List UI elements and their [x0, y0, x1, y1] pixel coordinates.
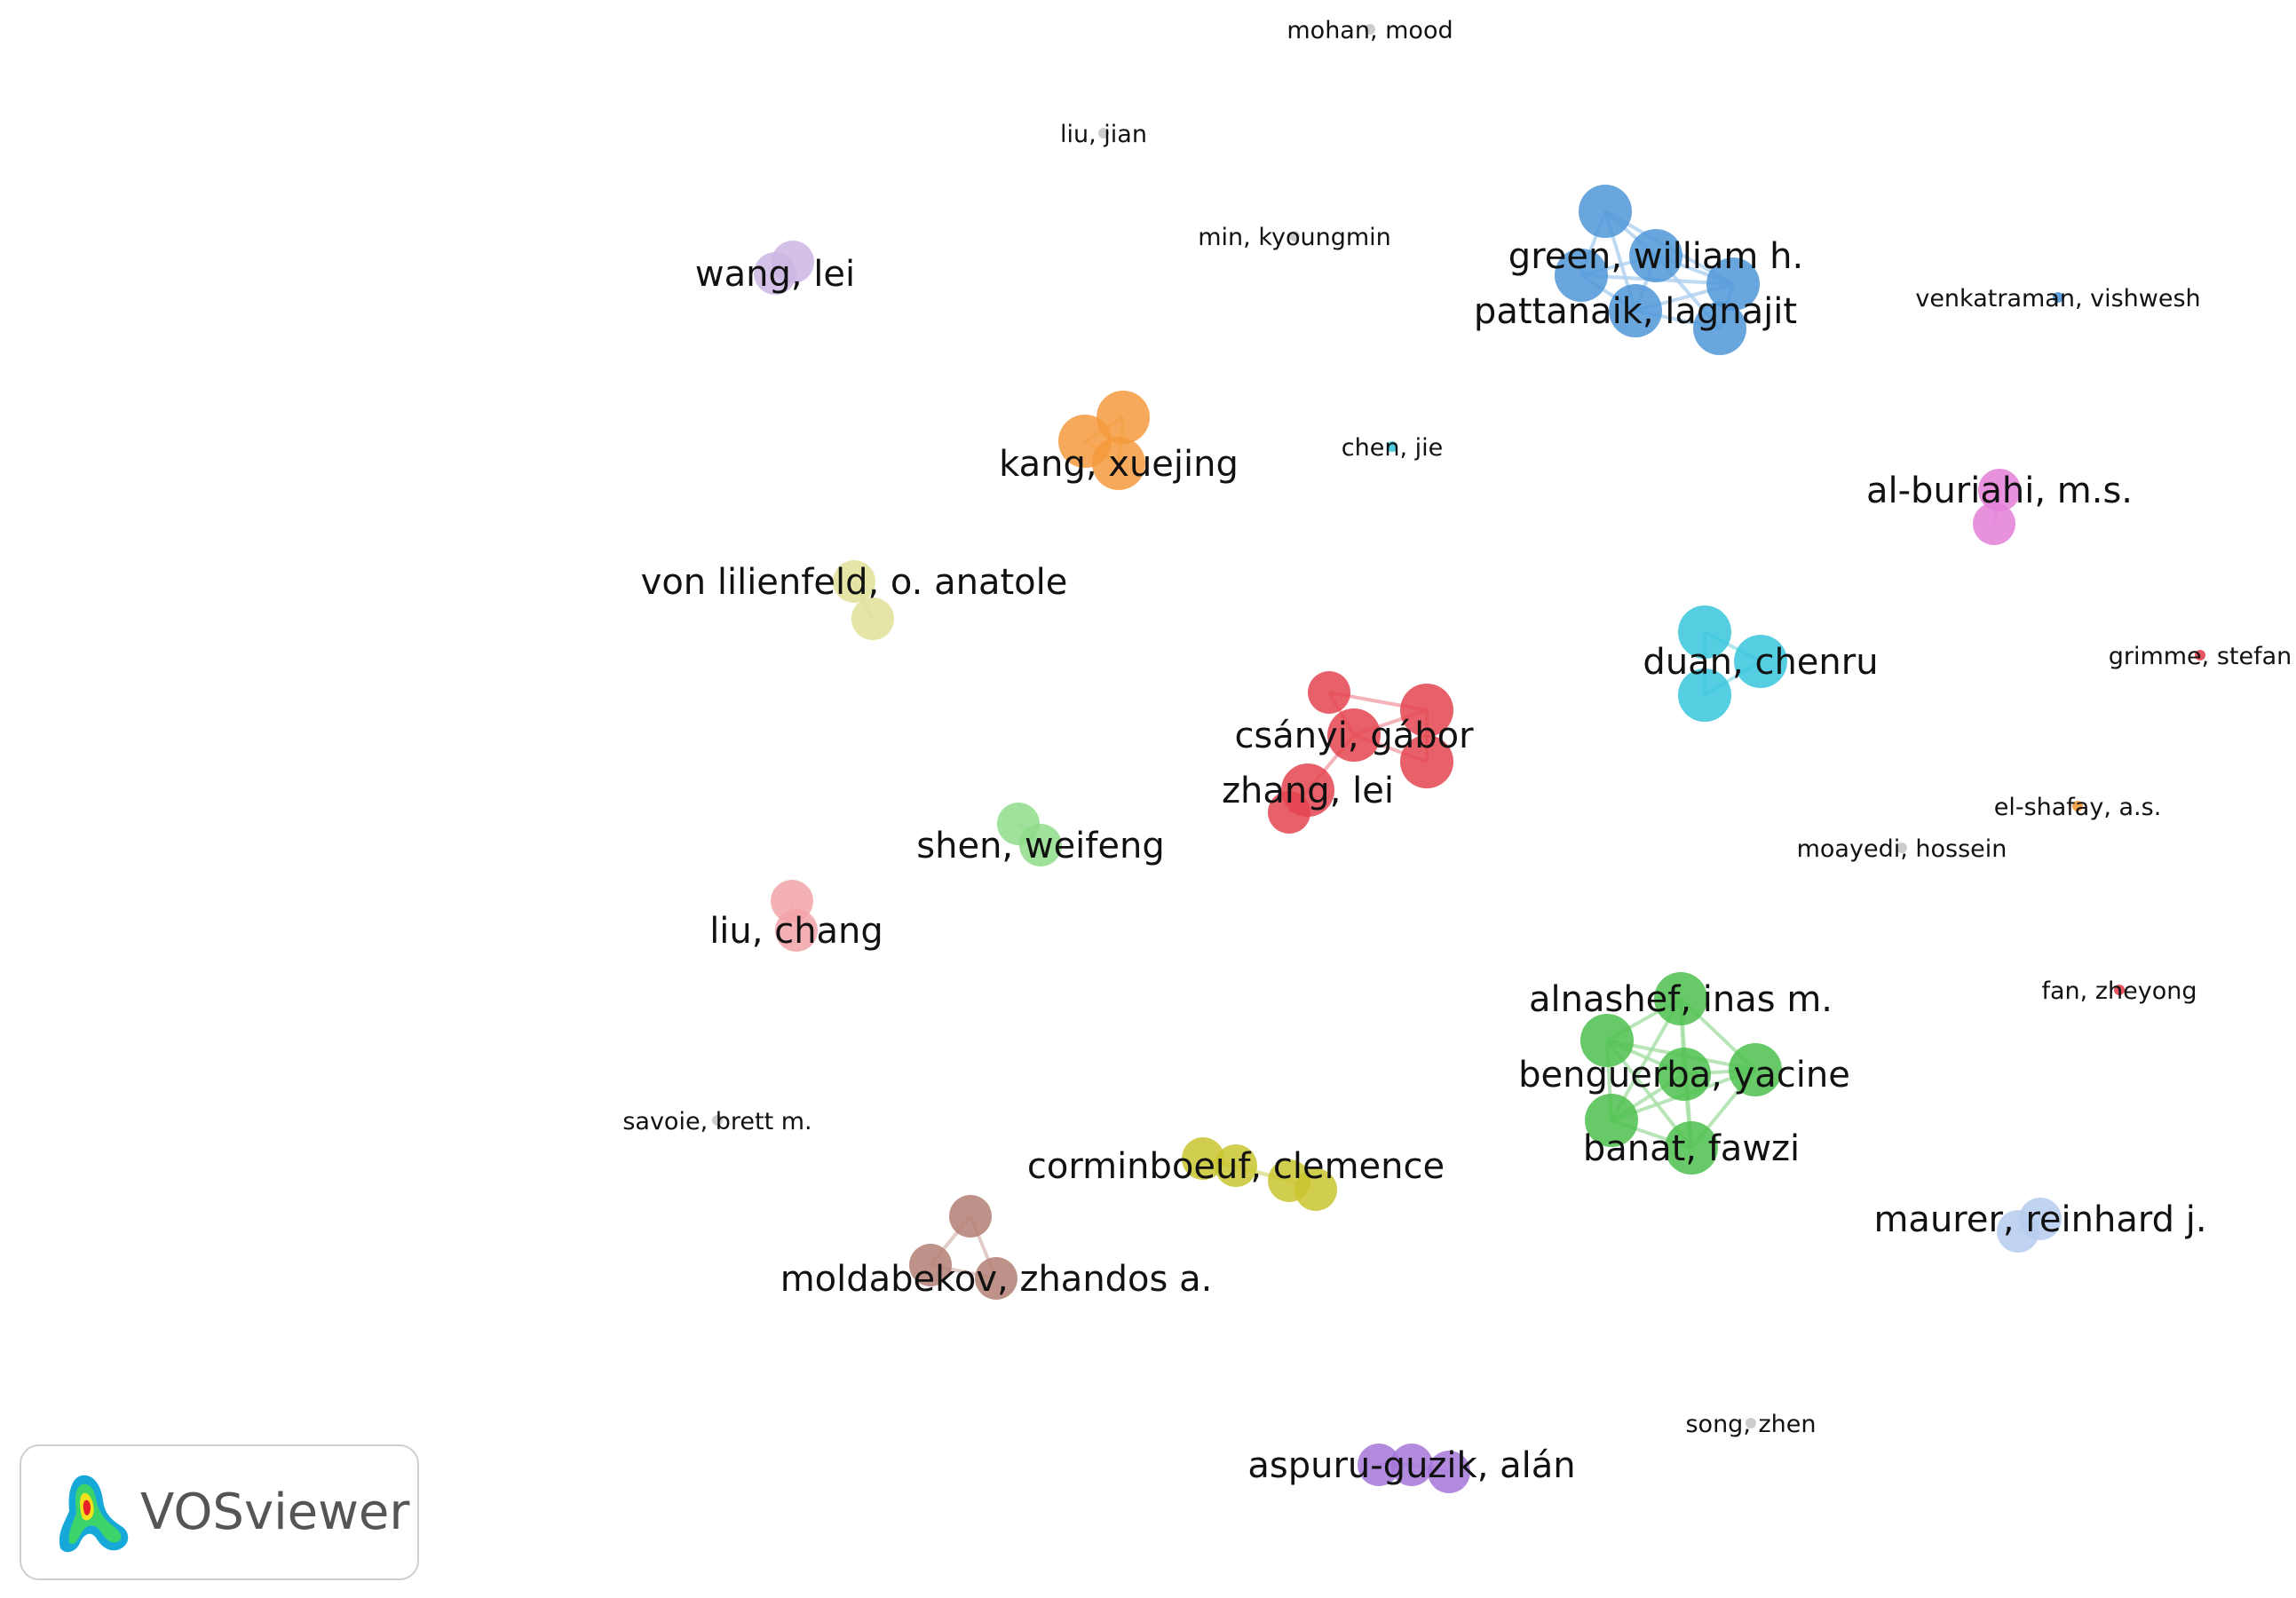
- node-label[interactable]: al-buriahi, m.s.: [1866, 471, 2133, 511]
- node-label[interactable]: fan, zheyong: [2042, 977, 2197, 1005]
- network-node[interactable]: [1654, 972, 1707, 1025]
- network-node[interactable]: [1734, 635, 1787, 688]
- node-label[interactable]: moayedi, hossein: [1797, 835, 2007, 863]
- network-node[interactable]: [775, 909, 818, 952]
- node-label[interactable]: liu, jian: [1060, 121, 1147, 148]
- node-label[interactable]: grimme, stefan: [2109, 643, 2292, 670]
- node-label[interactable]: song, zhen: [1685, 1411, 1816, 1438]
- network-node[interactable]: [1182, 1137, 1224, 1180]
- network-node[interactable]: [1658, 1048, 1711, 1101]
- node-label[interactable]: moldabekov, zhandos a.: [780, 1259, 1213, 1300]
- node-label[interactable]: shen, weifeng: [916, 826, 1164, 866]
- network-node[interactable]: [1585, 1094, 1638, 1147]
- node-label[interactable]: el-shafay, a.s.: [1994, 794, 2162, 821]
- network-node[interactable]: [1268, 791, 1310, 834]
- network-node[interactable]: [833, 560, 875, 603]
- network-node[interactable]: [1693, 302, 1746, 355]
- network-node[interactable]: [1387, 441, 1397, 452]
- labels-layer: green, william h. pattanaik, lagnajit kang…: [622, 17, 2292, 1486]
- network-node[interactable]: [2114, 985, 2125, 995]
- node-label[interactable]: duan, chenru: [1643, 642, 1878, 683]
- network-node[interactable]: [712, 1115, 723, 1126]
- nodes-layer: [712, 24, 2205, 1493]
- network-node[interactable]: [1896, 843, 1907, 853]
- network-node[interactable]: [1665, 1121, 1718, 1175]
- node-label[interactable]: liu, chang: [709, 911, 883, 952]
- network-node[interactable]: [754, 252, 796, 295]
- node-label[interactable]: green, william h.: [1508, 236, 1803, 277]
- node-label[interactable]: kang, xuejing: [999, 444, 1239, 485]
- network-node[interactable]: [1400, 735, 1453, 788]
- node-label[interactable]: banat, fawzi: [1583, 1128, 1800, 1169]
- network-node[interactable]: [949, 1195, 992, 1238]
- network-node[interactable]: [1555, 249, 1608, 302]
- node-label[interactable]: mohan, mood: [1287, 17, 1453, 44]
- network-node[interactable]: [1997, 1210, 2039, 1253]
- network-node[interactable]: [1390, 1444, 1433, 1486]
- node-label[interactable]: chen, jie: [1342, 434, 1443, 462]
- vosviewer-logo-icon: [59, 1475, 129, 1552]
- node-label[interactable]: pattanaik, lagnajit: [1474, 291, 1797, 332]
- network-node[interactable]: [1308, 671, 1350, 714]
- node-label[interactable]: corminboeuf, clemence: [1027, 1146, 1445, 1187]
- network-node[interactable]: [1327, 708, 1381, 762]
- network-node[interactable]: [1019, 824, 1062, 866]
- network-node[interactable]: [1973, 502, 2015, 545]
- network-node[interactable]: [851, 597, 894, 640]
- network-node[interactable]: [909, 1244, 952, 1286]
- node-label[interactable]: wang, lei: [695, 254, 855, 295]
- node-label[interactable]: aspuru-guzik, alán: [1247, 1445, 1575, 1486]
- network-node[interactable]: [1215, 1144, 1257, 1187]
- network-node[interactable]: [1580, 1014, 1634, 1067]
- network-node[interactable]: [1706, 257, 1760, 311]
- node-label[interactable]: maurer, reinhard j.: [1873, 1199, 2206, 1240]
- network-node[interactable]: [2053, 292, 2063, 303]
- node-label[interactable]: benguerba, yacine: [1518, 1055, 1850, 1096]
- network-node[interactable]: [2072, 801, 2083, 811]
- node-label[interactable]: alnashef, inas m.: [1529, 979, 1833, 1020]
- node-label[interactable]: zhang, lei: [1222, 771, 1394, 811]
- network-node[interactable]: [1092, 437, 1145, 490]
- network-node[interactable]: [1746, 1418, 1756, 1428]
- network-node[interactable]: [1678, 668, 1731, 722]
- network-node[interactable]: [1097, 391, 1150, 444]
- node-label[interactable]: venkatraman, vishwesh: [1915, 285, 2200, 312]
- network-node[interactable]: [1978, 469, 2021, 511]
- node-label[interactable]: min, kyoungmin: [1198, 224, 1391, 251]
- node-label[interactable]: savoie, brett m.: [622, 1108, 812, 1135]
- network-node[interactable]: [2195, 650, 2205, 661]
- network-node[interactable]: [1358, 1444, 1400, 1486]
- node-label[interactable]: csányi, gábor: [1234, 716, 1474, 756]
- vosviewer-logo: VOSviewer: [20, 1444, 419, 1580]
- network-node[interactable]: [1289, 231, 1300, 241]
- node-label[interactable]: von lilienfeld, o. anatole: [641, 562, 1068, 603]
- network-node[interactable]: [1609, 284, 1662, 337]
- network-node[interactable]: [1365, 24, 1375, 35]
- network-node[interactable]: [1629, 229, 1682, 282]
- network-node[interactable]: [975, 1257, 1017, 1300]
- network-node[interactable]: [1428, 1451, 1470, 1493]
- network-node[interactable]: [1400, 684, 1453, 737]
- network-node[interactable]: [1729, 1043, 1782, 1096]
- network-node[interactable]: [1098, 128, 1109, 138]
- network-node[interactable]: [1678, 605, 1731, 659]
- network-node[interactable]: [1294, 1168, 1337, 1211]
- network-node[interactable]: [1579, 185, 1632, 238]
- vosviewer-logo-text: VOSviewer: [140, 1483, 410, 1541]
